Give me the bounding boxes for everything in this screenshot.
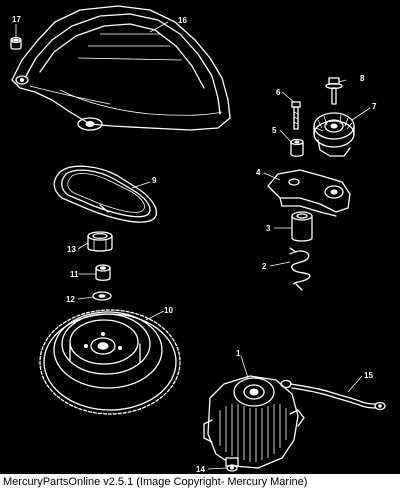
callout-11: 11 — [70, 270, 79, 279]
part-idler-pulley[interactable] — [313, 112, 355, 157]
callout-17: 17 — [12, 15, 21, 24]
callout-16: 16 — [178, 16, 187, 25]
part-flywheel-cover[interactable] — [11, 5, 231, 131]
part-terminal-nut[interactable] — [226, 464, 238, 472]
exploded-parts-diagram: 16 17 9 13 11 12 10 6 5 8 7 4 3 2 1 15 1… — [10, 5, 386, 474]
callout-3: 3 — [266, 224, 271, 233]
part-washer[interactable] — [92, 291, 112, 301]
callout-8: 8 — [360, 74, 365, 83]
part-grommet[interactable] — [10, 36, 22, 50]
part-bolt-flanged[interactable] — [325, 77, 343, 105]
callout-10: 10 — [164, 306, 173, 315]
callout-2: 2 — [262, 262, 267, 271]
callout-12: 12 — [66, 295, 75, 304]
callout-7: 7 — [372, 102, 377, 111]
part-spacer[interactable] — [290, 138, 304, 157]
callout-6: 6 — [276, 88, 281, 97]
callout-4: 4 — [256, 168, 261, 177]
callout-9: 9 — [152, 176, 157, 185]
callout-15: 15 — [364, 371, 373, 380]
callout-labels: 16 17 9 13 11 12 10 6 5 8 7 4 3 2 1 15 1… — [12, 15, 377, 474]
part-drive-belt[interactable] — [53, 165, 157, 223]
copyright-footer: MercuryPartsOnline v2.5.1 (Image Copyrig… — [0, 474, 400, 490]
part-flywheel[interactable] — [39, 309, 181, 415]
part-nut[interactable] — [95, 264, 111, 281]
part-bolt-short[interactable] — [291, 101, 301, 130]
part-sleeve-bushing[interactable] — [87, 231, 113, 252]
leader-lines — [15, 21, 371, 470]
callout-1: 1 — [236, 349, 241, 358]
part-tensioner-bracket[interactable] — [267, 169, 351, 217]
callout-5: 5 — [272, 126, 277, 135]
callout-14: 14 — [196, 465, 205, 474]
part-bracket-sleeve[interactable] — [291, 211, 313, 242]
part-tension-spring[interactable] — [289, 247, 311, 291]
part-battery-cable[interactable] — [280, 379, 386, 411]
part-alternator[interactable] — [203, 375, 305, 469]
callout-13: 13 — [67, 245, 76, 254]
